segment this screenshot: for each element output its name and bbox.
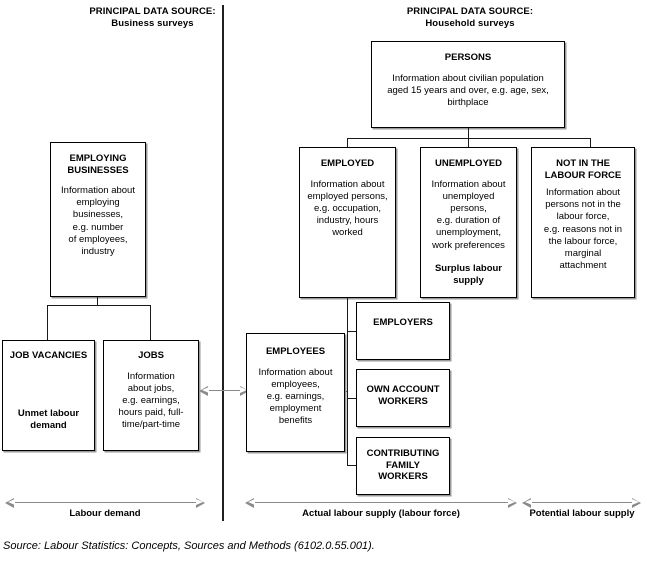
box-persons-body: Information about civilian population ag… — [387, 72, 549, 108]
box-persons: PERSONS Information about civilian popul… — [371, 41, 565, 128]
box-jobs: JOBS Information about jobs, e.g. earnin… — [103, 340, 199, 451]
connector-employing-bus — [47, 305, 151, 306]
source-note: Source: Labour Statistics: Concepts, Sou… — [3, 540, 375, 552]
measure-potential-supply-arrow-right-inner — [632, 499, 639, 505]
box-contributing-family-workers: CONTRIBUTING FAMILY WORKERS — [356, 437, 450, 495]
connector-status-spine — [347, 298, 348, 465]
connector-persons-stem — [468, 128, 469, 138]
measure-labour-demand-label: Labour demand — [69, 508, 141, 519]
connector-to-unemployed — [468, 138, 469, 147]
box-employees-body: Information about employees, e.g. earnin… — [258, 366, 333, 427]
measure-actual-supply-line — [254, 502, 509, 503]
jobs-employees-arrow-line — [205, 390, 243, 391]
box-unemployed-title: UNEMPLOYED — [434, 158, 503, 169]
box-persons-title: PERSONS — [444, 52, 492, 63]
measure-potential-supply-arrow-left-inner — [524, 499, 532, 505]
box-unemployed-body: Information about unemployed persons, e.… — [431, 178, 506, 251]
box-unemployed: UNEMPLOYED Information about unemployed … — [420, 147, 517, 298]
connector-to-not-in-labour-force — [590, 138, 591, 147]
left-heading-line1: PRINCIPAL DATA SOURCE: — [89, 6, 216, 17]
box-employers-title: EMPLOYERS — [373, 317, 433, 328]
connector-spine-to-contributing — [347, 465, 357, 466]
connector-employing-stem — [97, 297, 98, 305]
left-column-heading: PRINCIPAL DATA SOURCE: Business surveys — [40, 6, 265, 30]
measure-labour-demand-arrow-right-inner — [196, 499, 203, 505]
measure-potential-supply-line — [531, 502, 633, 503]
right-heading-line1: PRINCIPAL DATA SOURCE: — [406, 6, 534, 17]
box-unemployed-emphasis: Surplus labour supply — [434, 262, 503, 286]
box-employed: EMPLOYED Information about employed pers… — [299, 147, 396, 298]
box-employing-businesses: EMPLOYING BUSINESSES Information about e… — [50, 142, 146, 297]
measure-potential-supply-label: Potential labour supply — [529, 508, 635, 519]
box-job-vacancies-emphasis: Unmet labour demand — [17, 407, 80, 431]
measure-labour-demand-arrow-left-inner — [7, 499, 15, 505]
box-own-account-workers-title: OWN ACCOUNT WORKERS — [366, 384, 440, 407]
column-divider — [222, 5, 224, 521]
box-job-vacancies: JOB VACANCIES Unmet labour demand — [2, 340, 95, 451]
right-heading-line2: Household surveys — [425, 18, 515, 29]
box-employed-body: Information about employed persons, e.g.… — [307, 178, 388, 239]
box-employees: EMPLOYEES Information about employees, e… — [246, 333, 345, 452]
jobs-employees-arrow-right-inner — [240, 387, 247, 393]
box-jobs-title: JOBS — [138, 350, 164, 361]
measure-actual-supply-arrow-left-inner — [247, 499, 255, 505]
box-not-in-labour-force-body: Information about persons not in the lab… — [543, 187, 623, 272]
measure-actual-supply-arrow-right-inner — [508, 499, 515, 505]
measure-labour-demand-line — [14, 502, 197, 503]
left-heading-line2: Business surveys — [111, 18, 194, 29]
jobs-employees-arrow-left-inner — [201, 387, 209, 393]
connector-to-employed — [347, 138, 348, 147]
box-jobs-body: Information about jobs, e.g. earnings, h… — [118, 370, 184, 431]
box-employing-businesses-body: Information about employing businesses, … — [61, 185, 135, 258]
box-employing-businesses-title: EMPLOYING BUSINESSES — [67, 153, 129, 176]
box-employers: EMPLOYERS — [356, 302, 450, 360]
box-employees-title: EMPLOYEES — [265, 346, 326, 357]
box-contributing-family-workers-title: CONTRIBUTING FAMILY WORKERS — [366, 448, 440, 482]
connector-spine-to-own-account — [347, 398, 357, 399]
box-not-in-labour-force-title: NOT IN THE LABOUR FORCE — [544, 158, 622, 181]
measure-actual-supply-label: Actual labour supply (labour force) — [302, 508, 460, 519]
connector-spine-to-employers — [347, 331, 357, 332]
connector-to-jobs — [150, 305, 151, 341]
right-column-heading: PRINCIPAL DATA SOURCE: Household surveys — [355, 6, 585, 30]
box-not-in-labour-force: NOT IN THE LABOUR FORCE Information abou… — [531, 147, 635, 298]
connector-to-job-vacancies — [47, 305, 48, 341]
box-own-account-workers: OWN ACCOUNT WORKERS — [356, 369, 450, 427]
box-job-vacancies-title: JOB VACANCIES — [9, 350, 88, 361]
box-employed-title: EMPLOYED — [320, 158, 375, 169]
